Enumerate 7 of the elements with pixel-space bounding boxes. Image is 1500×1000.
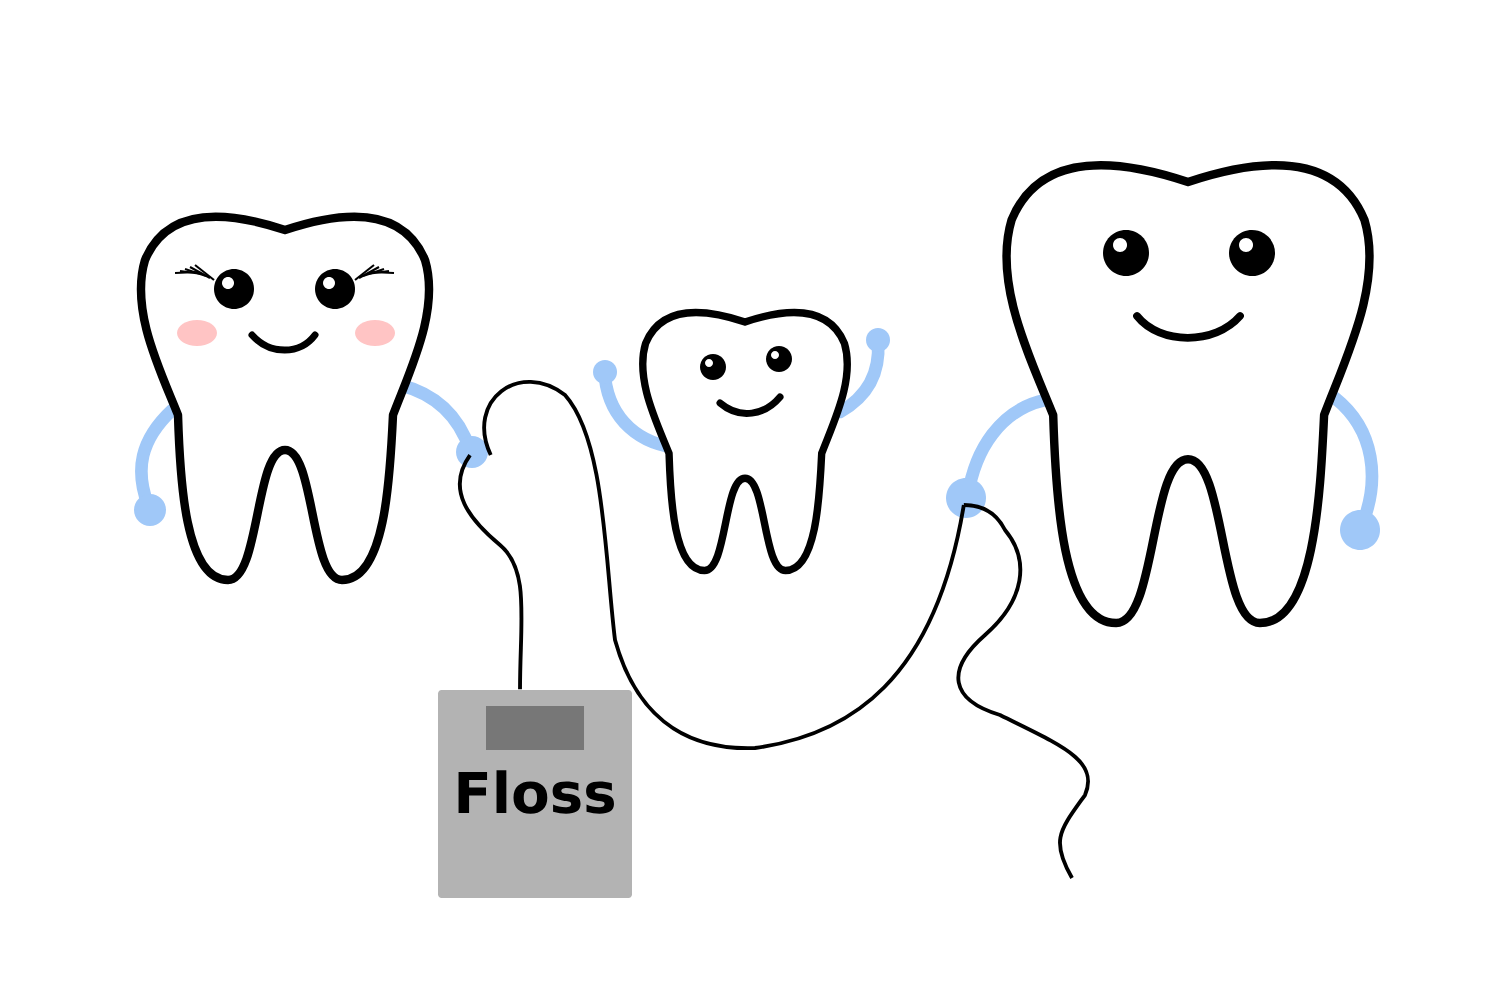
floss-box: Floss [438,690,632,898]
floss-string [956,503,1090,879]
tooth-drawing [134,212,488,585]
tooth-drawing [593,308,890,575]
tooth-drawing [946,161,1380,628]
floss-string [458,454,524,690]
floss-string [482,380,966,750]
